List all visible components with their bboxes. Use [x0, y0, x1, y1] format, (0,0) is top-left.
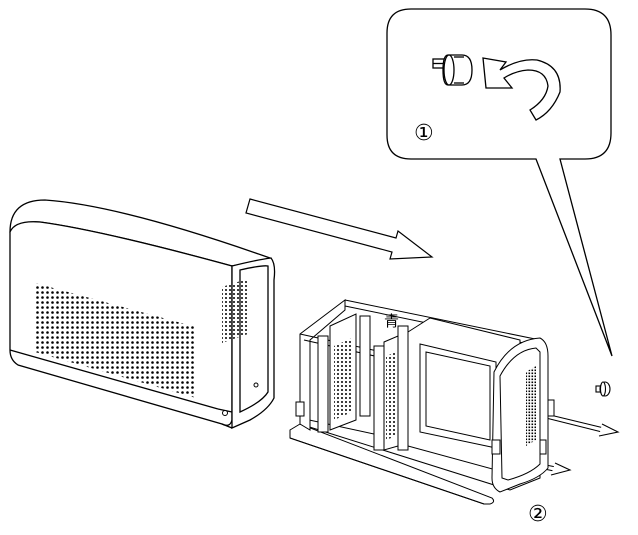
- screw-out-arrow-upper: [545, 413, 620, 437]
- internal-chassis: [289, 298, 549, 505]
- thumb-screw-icon: [432, 54, 473, 86]
- step-1-label: ①: [414, 121, 434, 146]
- cover-screw-holes: [222, 382, 259, 416]
- chassis-tabs: [295, 399, 555, 455]
- chassis-card-perforation: [334, 338, 352, 420]
- chassis-end-perforation: [526, 366, 536, 446]
- watermark-text: 青: [384, 312, 399, 330]
- rotate-counterclockwise-icon: [482, 57, 561, 121]
- cover-removal-arrow: [245, 198, 434, 260]
- step-2-label: ②: [528, 502, 548, 527]
- loose-thumb-screw: [595, 381, 611, 397]
- cover-end-perforation: [222, 279, 248, 343]
- chassis-base: [289, 423, 495, 505]
- chassis-card-perforation-2: [386, 352, 396, 440]
- cover-side-perforation: [35, 283, 196, 398]
